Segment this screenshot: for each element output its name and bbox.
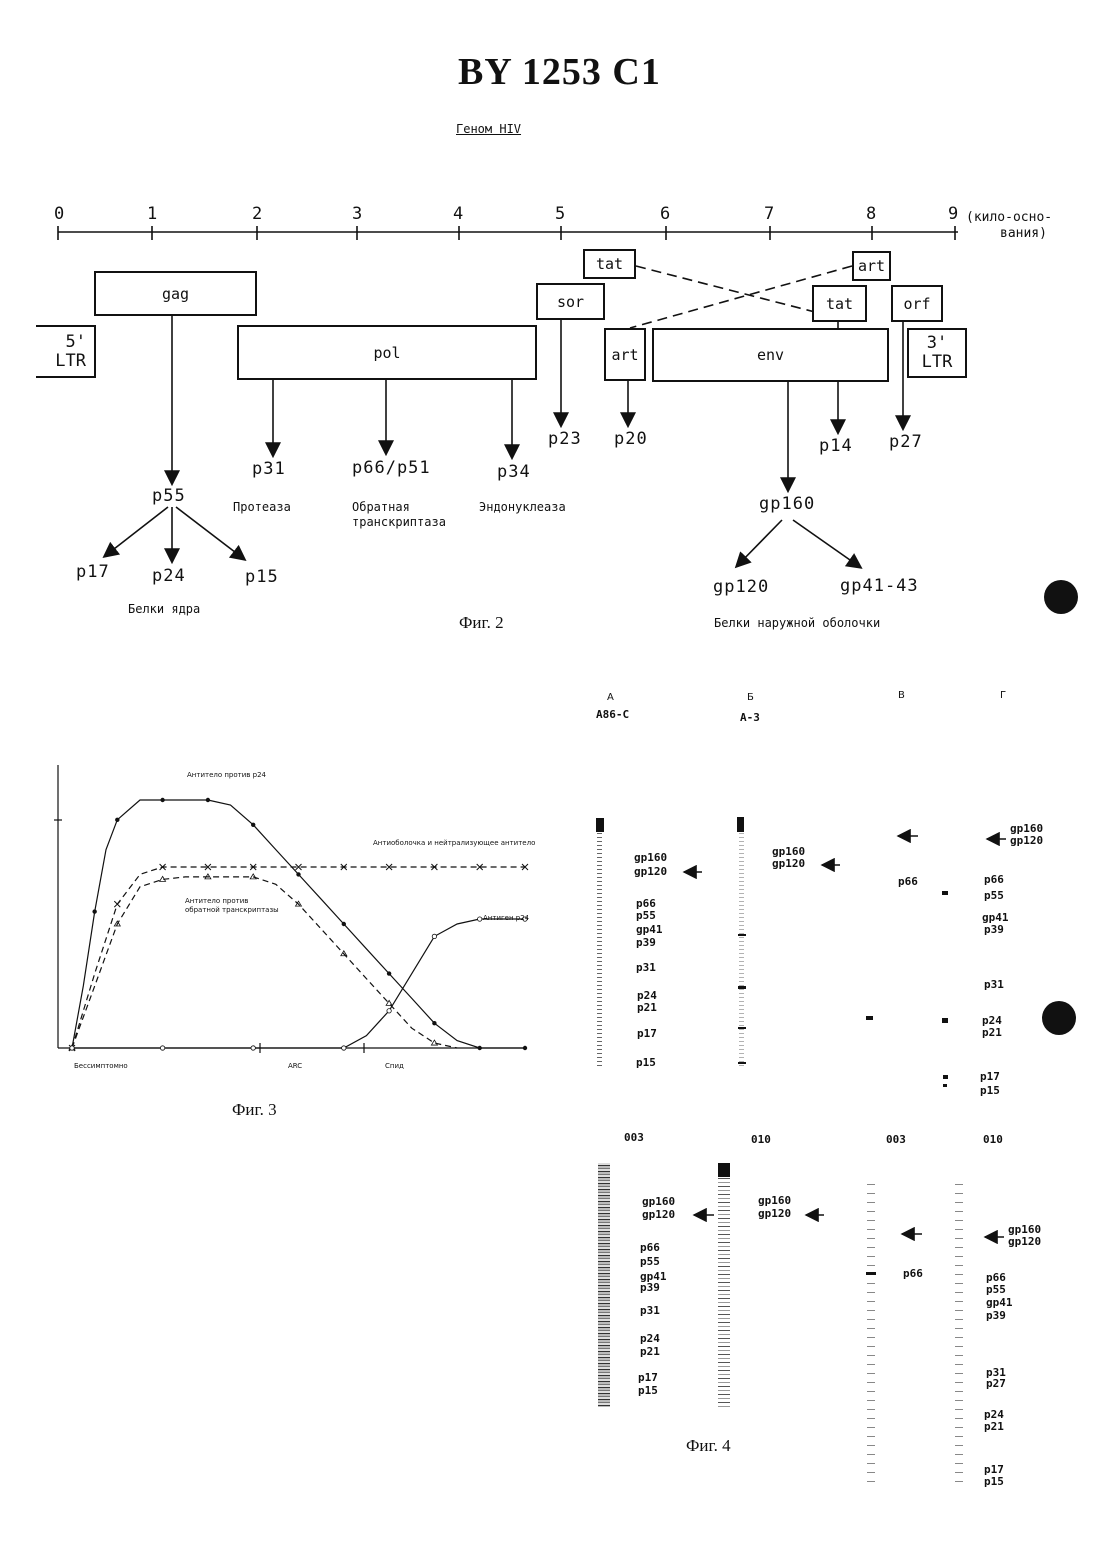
band-label: p15 (980, 1085, 1000, 1097)
band (718, 1163, 730, 1177)
band-label: p66 (984, 874, 1004, 886)
band-label: p15 (636, 1057, 656, 1069)
band-label: gp120 (1008, 1236, 1041, 1248)
lane-header-bottom-A: 003 (624, 1132, 644, 1144)
band-label: p27 (986, 1378, 1006, 1390)
band-label: gp41 (986, 1297, 1013, 1309)
band-label: p15 (638, 1385, 658, 1397)
lane-header-bottom-B: 010 (751, 1134, 771, 1146)
lane-header-bottom-G: 010 (983, 1134, 1003, 1146)
band-label: p66 (898, 876, 918, 888)
blot-strip-bottom-A (598, 1163, 610, 1407)
band-label: gp41 (636, 924, 663, 936)
band-label: p66 (903, 1268, 923, 1280)
figure4-caption: Фиг. 4 (686, 1436, 731, 1456)
band-label: gp160 (634, 852, 667, 864)
blot-strip-bottom-V (867, 1180, 875, 1488)
band-label: p39 (984, 924, 1004, 936)
band-label: p31 (640, 1305, 660, 1317)
band-label: p66 (640, 1242, 660, 1254)
band-label: p39 (636, 937, 656, 949)
band-label: gp120 (634, 866, 667, 878)
band-label: p17 (980, 1071, 1000, 1083)
band-label: p39 (640, 1282, 660, 1294)
band-label: p21 (984, 1421, 1004, 1433)
band-label: p55 (636, 910, 656, 922)
band-label: p31 (984, 979, 1004, 991)
band-label: p17 (638, 1372, 658, 1384)
band-label: p21 (640, 1346, 660, 1358)
band-label: p55 (984, 890, 1004, 902)
blot-strip-bottom-G (955, 1180, 963, 1488)
band-label: p31 (636, 962, 656, 974)
band-label: p55 (640, 1256, 660, 1268)
band-label: gp120 (1010, 835, 1043, 847)
band-label: gp120 (772, 858, 805, 870)
band-label: gp160 (642, 1196, 675, 1208)
lane-header-bottom-V: 003 (886, 1134, 906, 1146)
band-label: p55 (986, 1284, 1006, 1296)
band-label: gp160 (758, 1195, 791, 1207)
band-label: p39 (986, 1310, 1006, 1322)
band-label: p21 (982, 1027, 1002, 1039)
band-label: gp120 (642, 1209, 675, 1221)
band-label: p24 (640, 1333, 660, 1345)
blot-strip-bottom-B (718, 1163, 730, 1407)
band-label: p21 (637, 1002, 657, 1014)
band-label: p15 (984, 1476, 1004, 1488)
band-label: p17 (637, 1028, 657, 1040)
band-label: gp120 (758, 1208, 791, 1220)
band (866, 1272, 876, 1275)
